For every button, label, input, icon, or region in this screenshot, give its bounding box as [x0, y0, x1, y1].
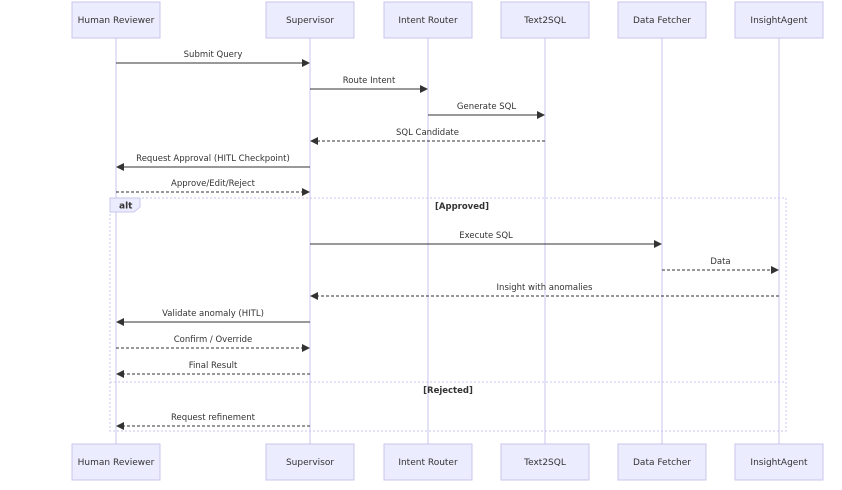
message-label: Generate SQL [457, 102, 516, 112]
message-label: Confirm / Override [174, 335, 253, 345]
message-label: Request Approval (HITL Checkpoint) [136, 154, 290, 164]
actor-label: Human Reviewer [78, 16, 155, 26]
message-label: Data [710, 257, 730, 267]
message-arrow: Validate anomaly (HITL) [116, 309, 310, 326]
actor-label: InsightAgent [750, 458, 808, 468]
actor-box [383, 1, 473, 39]
message-arrow: Route Intent [310, 76, 428, 93]
alt-condition-approved: [Approved] [435, 202, 489, 212]
actor-router-bottom: Intent Router [383, 443, 473, 481]
message-label: Route Intent [343, 76, 396, 86]
message-label: Submit Query [184, 50, 243, 60]
actor-router-top: Intent Router [383, 1, 473, 39]
actor-box [734, 443, 824, 481]
message-label: Execute SQL [459, 231, 513, 241]
message-arrow: Submit Query [116, 50, 310, 67]
actor-label: Data Fetcher [633, 16, 691, 26]
message-arrow: Execute SQL [310, 231, 662, 248]
lifelines [115, 38, 780, 444]
actor-label: Text2SQL [523, 458, 566, 468]
message-label: Request refinement [171, 413, 256, 423]
alt-frame: alt [Approved] [Rejected] [109, 197, 787, 432]
message-label: Insight with anomalies [497, 283, 593, 293]
message-arrow: Generate SQL [428, 102, 545, 119]
message-arrow: Final Result [116, 361, 310, 378]
actor-text2sql-bottom: Text2SQL [500, 443, 590, 481]
message-arrow: Request refinement [116, 413, 310, 430]
actor-label: Text2SQL [523, 16, 566, 26]
actor-box [383, 443, 473, 481]
message-arrow: Confirm / Override [116, 335, 310, 352]
actor-label: Supervisor [286, 458, 334, 468]
actor-human-top: Human Reviewer [71, 1, 161, 39]
actor-insight-bottom: InsightAgent [734, 443, 824, 481]
message-label: SQL Candidate [396, 128, 459, 138]
message-arrow: Approve/Edit/Reject [116, 179, 310, 196]
alt-condition-rejected: [Rejected] [423, 386, 473, 396]
actor-supervisor-top: Supervisor [265, 1, 355, 39]
actor-box [265, 443, 355, 481]
actor-label: InsightAgent [750, 16, 808, 26]
actor-label: Human Reviewer [78, 458, 155, 468]
actor-box [734, 1, 824, 39]
message-label: Validate anomaly (HITL) [162, 309, 264, 319]
message-label: Approve/Edit/Reject [171, 179, 256, 189]
actor-box [500, 443, 590, 481]
actor-label: Intent Router [398, 458, 458, 468]
actor-fetcher-bottom: Data Fetcher [617, 443, 707, 481]
message-arrow: Request Approval (HITL Checkpoint) [116, 154, 310, 171]
actor-insight-top: InsightAgent [734, 1, 824, 39]
actor-text2sql-top: Text2SQL [500, 1, 590, 39]
message-label: Final Result [189, 361, 238, 371]
actor-label: Intent Router [398, 16, 458, 26]
actor-box [71, 443, 161, 481]
alt-frame-border [109, 197, 787, 432]
actor-box [265, 1, 355, 39]
message-arrow: Insight with anomalies [310, 283, 779, 300]
actor-human-bottom: Human Reviewer [71, 443, 161, 481]
actor-box [617, 1, 707, 39]
alt-tag-label: alt [119, 202, 133, 212]
actor-label: Data Fetcher [633, 458, 691, 468]
message-arrow: Data [662, 257, 779, 274]
actor-box [617, 443, 707, 481]
actor-box [500, 1, 590, 39]
actor-fetcher-top: Data Fetcher [617, 1, 707, 39]
actor-box [71, 1, 161, 39]
actor-supervisor-bottom: Supervisor [265, 443, 355, 481]
message-arrow: SQL Candidate [310, 128, 545, 145]
alt-tag-box [109, 197, 141, 213]
actor-label: Supervisor [286, 16, 334, 26]
